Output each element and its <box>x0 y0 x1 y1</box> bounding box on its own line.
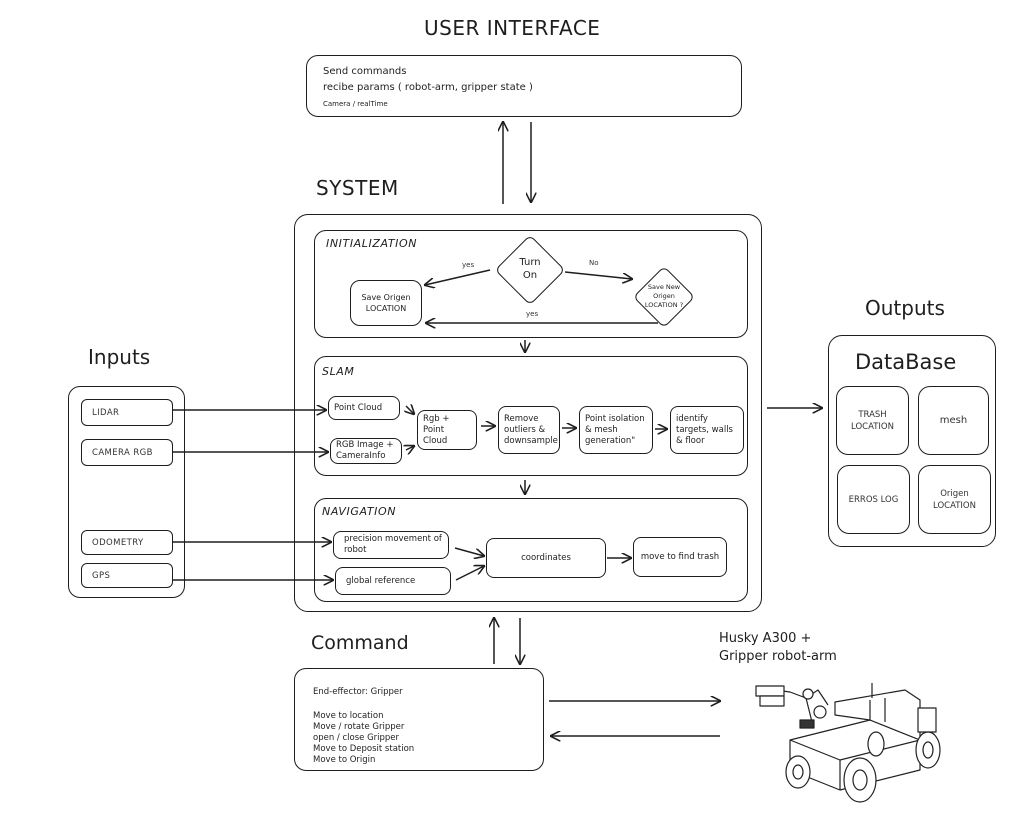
remove-outliers-node: Remove outliers & downsample <box>498 406 560 454</box>
command-item-2: Move / rotate Gripper <box>313 722 405 732</box>
save-new-line-3: LOCATION ? <box>644 301 684 309</box>
save-new-line-2: Origen <box>653 292 675 300</box>
command-header: End-effector: Gripper <box>313 687 403 697</box>
save-origen-line-1: Save Origen <box>361 293 411 302</box>
edge-label-yes-2: yes <box>526 310 539 318</box>
database-box <box>828 335 996 547</box>
user-interface-title: USER INTERFACE <box>424 16 601 40</box>
save-origen-line-2: LOCATION <box>365 304 407 313</box>
input-lidar: LIDAR <box>81 399 173 426</box>
turn-on-line-2: On <box>522 270 538 281</box>
command-item-3: open / close Gripper <box>313 733 400 743</box>
robot-title: Husky A300 + Gripper robot-arm <box>719 630 837 666</box>
point-isolation-node: Point isolation & mesh generation" <box>579 406 653 454</box>
db-mesh: mesh <box>918 386 989 455</box>
point-cloud-node: Point Cloud <box>328 396 400 420</box>
input-odometry: ODOMETRY <box>81 530 173 555</box>
global-reference-node: global reference <box>335 567 451 595</box>
input-camera-rgb: CAMERA RGB <box>81 439 173 466</box>
save-new-line-1: Save New <box>647 283 681 291</box>
db-errors-log: ERROS LOG <box>837 465 910 534</box>
inputs-title: Inputs <box>88 345 151 369</box>
ui-line-recibe: recibe params ( robot-arm, gripper state… <box>323 82 533 93</box>
command-item-4: Move to Deposit station <box>313 744 415 754</box>
command-item-5: Move to Origin <box>313 755 376 765</box>
initialization-label: INITIALIZATION <box>326 237 418 250</box>
command-title: Command <box>311 632 409 654</box>
robot-title-line-2: Gripper robot-arm <box>719 649 837 664</box>
database-title: DataBase <box>855 350 957 374</box>
edge-label-no: No <box>589 259 599 267</box>
rgb-image-camerainfo-node: RGB Image + CameraInfo <box>330 438 402 464</box>
precision-movement-node: precision movement of robot <box>333 531 449 559</box>
input-gps: GPS <box>81 563 173 588</box>
ui-line-camera: Camera / realTime <box>323 100 388 108</box>
edge-label-yes-1: yes <box>462 261 475 269</box>
command-item-1: Move to location <box>313 711 384 721</box>
turn-on-line-1: Turn <box>519 257 541 268</box>
slam-label: SLAM <box>322 365 355 378</box>
robot-title-line-1: Husky A300 + <box>719 631 812 646</box>
coordinates-node: coordinates <box>486 538 606 578</box>
navigation-label: NAVIGATION <box>322 505 397 518</box>
db-trash-location: TRASH LOCATION <box>836 386 909 455</box>
ui-line-send: Send commands <box>323 66 407 77</box>
inputs-box <box>68 386 185 598</box>
identify-targets-node: identify targets, walls & floor <box>670 406 744 454</box>
move-to-find-trash-node: move to find trash <box>633 537 727 577</box>
outputs-title: Outputs <box>865 296 945 320</box>
rgb-point-cloud-node: Rgb + Point Cloud <box>417 410 477 450</box>
command-box: End-effector: Gripper Move to location M… <box>294 668 544 771</box>
save-origen-location-node: Save Origen LOCATION <box>350 280 422 326</box>
save-new-origen-label: Save New Origen LOCATION ? <box>640 283 688 310</box>
db-origen-location: Origen LOCATION <box>918 465 991 534</box>
system-title: SYSTEM <box>316 176 399 200</box>
user-interface-box: Send commands recibe params ( robot-arm,… <box>306 55 742 117</box>
turn-on-label: Turn On <box>510 256 550 282</box>
